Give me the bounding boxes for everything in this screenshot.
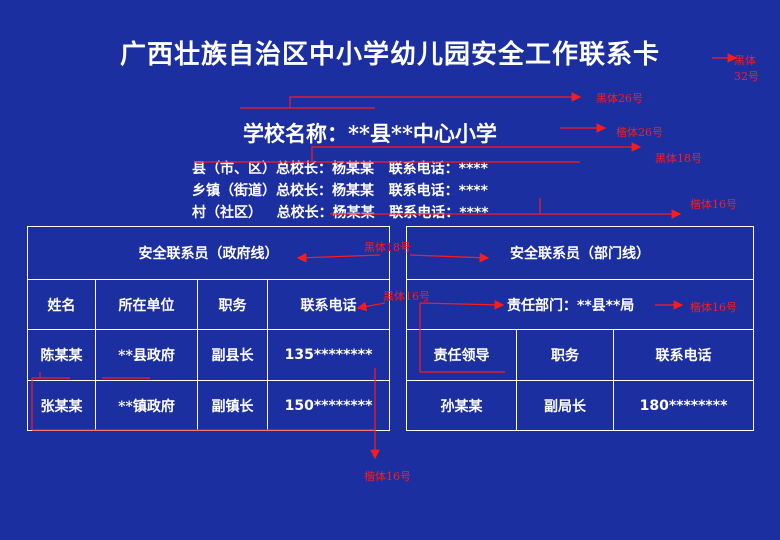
gov-row2-phone: 150******** (267, 380, 390, 431)
gov-row1-name: 陈某某 (27, 329, 96, 381)
ann-title-font-b: 32号 (734, 70, 759, 83)
leader-county: 县（市、区）总校长：杨某某 联系电话：**** (192, 161, 488, 177)
gov-col-unit: 所在单位 (95, 279, 198, 330)
leader-village: 村（社区） 总校长：杨某某 联系电话：**** (192, 205, 489, 221)
ann-heading-font: 黑体18号 (364, 241, 411, 254)
ann-dept-font: 楷体16号 (690, 301, 737, 314)
ann-school-kai: 楷体26号 (616, 126, 663, 139)
gov-row1-phone: 135******** (267, 329, 390, 381)
gov-col-name: 姓名 (27, 279, 96, 330)
gov-row1-unit: **县政府 (95, 329, 198, 381)
leader-kai-arrow (539, 198, 682, 219)
ann-leader-font: 黑体18号 (655, 152, 702, 165)
gov-row1-position: 副县长 (197, 329, 268, 381)
card-title: 广西壮族自治区中小学幼儿园安全工作联系卡 (119, 40, 660, 70)
ann-header-font: 黑体16号 (383, 290, 430, 303)
leader-town: 乡镇（街道）总校长：杨某某 联系电话：**** (192, 183, 488, 199)
gov-row2-position: 副镇长 (197, 380, 268, 431)
table-row: 孙某某 副局长 180******** (406, 380, 754, 431)
dept-contact-table: 安全联系员（部门线） 责任部门：**县**局 责任领导 职务 联系电话 孙某某 … (406, 226, 754, 431)
dept-row1-position: 副局长 (516, 380, 614, 431)
gov-row2-name: 张某某 (27, 380, 96, 431)
school-name: 学校名称：**县**中心小学 (243, 121, 497, 146)
gov-col-position: 职务 (197, 279, 268, 330)
ann-leader-kai: 楷体16号 (690, 198, 737, 211)
school-hei-arrow (289, 92, 582, 108)
ann-cell-font: 楷体16号 (364, 470, 411, 483)
dept-col-phone: 联系电话 (613, 329, 754, 381)
ann-title-font-a: 黑体 (734, 54, 756, 67)
gov-contact-table: 安全联系员（政府线） 姓名 所在单位 职务 联系电话 陈某某 **县政府 副县长… (27, 226, 390, 431)
table-row: 陈某某 **县政府 副县长 135******** (27, 329, 390, 381)
gov-heading: 安全联系员（政府线） (27, 226, 390, 280)
dept-col-leader: 责任领导 (406, 329, 517, 381)
dept-heading: 安全联系员（部门线） (406, 226, 754, 280)
ann-school-hei: 黑体26号 (596, 92, 643, 105)
table-row: 张某某 **镇政府 副镇长 150******** (27, 380, 390, 431)
gov-row2-unit: **镇政府 (95, 380, 198, 431)
gov-col-phone: 联系电话 (267, 279, 390, 330)
dept-col-position: 职务 (516, 329, 614, 381)
dept-row1-leader: 孙某某 (406, 380, 517, 431)
dept-row1-phone: 180******** (613, 380, 754, 431)
